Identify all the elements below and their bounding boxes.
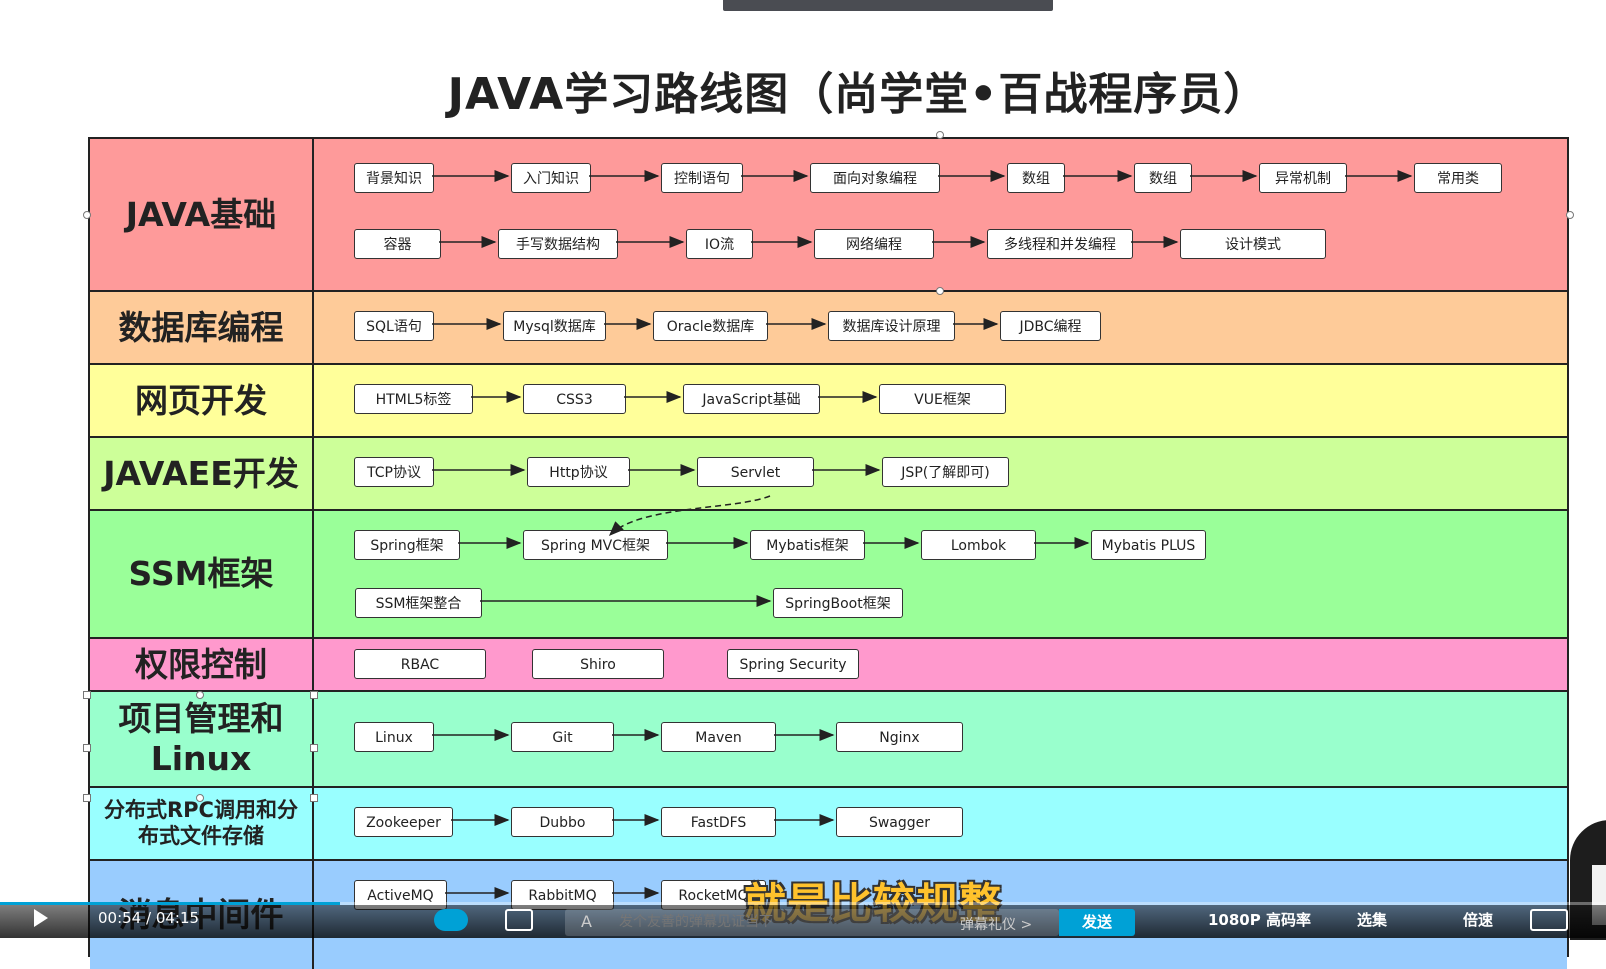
selection-handle[interactable] — [83, 211, 91, 219]
fullscreen-icon[interactable] — [1530, 909, 1568, 931]
roadmap-node[interactable]: 背景知识 — [354, 163, 434, 193]
roadmap-node[interactable]: Zookeeper — [354, 807, 453, 837]
row-label: 数据库编程 — [90, 292, 314, 363]
roadmap-row: 网页开发 — [90, 363, 1567, 436]
roadmap-node[interactable]: 手写数据结构 — [498, 229, 618, 259]
episode-button[interactable]: 选集 — [1357, 911, 1388, 929]
selection-handle[interactable] — [83, 744, 91, 752]
row-label: 分布式RPC调用和分布式文件存储 — [90, 788, 314, 859]
roadmap-node[interactable]: 网络编程 — [814, 229, 934, 259]
roadmap-node[interactable]: VUE框架 — [879, 384, 1006, 414]
roadmap-node[interactable]: Spring框架 — [354, 530, 460, 560]
selection-handle[interactable] — [936, 131, 944, 139]
player-controls: 00:54 / 04:15 A 弹幕礼仪 > 发送 1080P 高码率 选集 倍… — [0, 905, 1606, 938]
roadmap-row: JAVAEE开发 — [90, 436, 1567, 509]
roadmap-node[interactable]: 常用类 — [1414, 163, 1502, 193]
progress-track[interactable] — [0, 902, 1606, 905]
row-label: SSM框架 — [90, 511, 314, 637]
selection-handle[interactable] — [83, 794, 91, 802]
row-label: JAVA基础 — [90, 139, 314, 290]
roadmap-node[interactable]: JSP(了解即可) — [882, 457, 1009, 487]
roadmap-node[interactable]: 控制语句 — [661, 163, 743, 193]
selection-handle[interactable] — [310, 744, 318, 752]
send-button[interactable]: 发送 — [1059, 909, 1135, 936]
roadmap-node[interactable]: Swagger — [836, 807, 963, 837]
roadmap-node[interactable]: Lombok — [921, 530, 1036, 560]
selection-handle[interactable] — [196, 691, 204, 699]
selection-handle[interactable] — [83, 691, 91, 699]
danmaku-settings-icon[interactable] — [505, 909, 533, 931]
selection-handle[interactable] — [1566, 211, 1574, 219]
roadmap-node[interactable]: 数组 — [1134, 163, 1192, 193]
roadmap-node[interactable]: Nginx — [836, 722, 963, 752]
roadmap-node[interactable]: RBAC — [354, 649, 486, 679]
page-title: JAVA学习路线图（尚学堂•百战程序员） — [447, 69, 1269, 120]
roadmap-row: JAVA基础 — [90, 139, 1567, 290]
roadmap-node[interactable]: 面向对象编程 — [810, 163, 940, 193]
selection-handle[interactable] — [196, 794, 204, 802]
roadmap-node[interactable]: Git — [511, 722, 614, 752]
roadmap-node[interactable]: Linux — [354, 722, 434, 752]
roadmap-node[interactable]: SSM框架整合 — [355, 588, 482, 618]
roadmap-node[interactable]: Dubbo — [511, 807, 614, 837]
speed-button[interactable]: 倍速 — [1463, 911, 1494, 929]
roadmap-node[interactable]: SpringBoot框架 — [773, 588, 903, 618]
roadmap-row: 数据库编程 — [90, 290, 1567, 363]
roadmap-node[interactable]: TCP协议 — [354, 457, 434, 487]
roadmap-node[interactable]: Mybatis框架 — [750, 530, 865, 560]
selection-handle[interactable] — [936, 287, 944, 295]
danmaku-input[interactable] — [617, 913, 951, 931]
roadmap-node[interactable]: 异常机制 — [1259, 163, 1347, 193]
selection-handle[interactable] — [310, 794, 318, 802]
roadmap-node[interactable]: Http协议 — [527, 457, 630, 487]
quality-selector[interactable]: 1080P 高码率 — [1208, 911, 1311, 929]
roadmap-node[interactable]: Spring Security — [727, 649, 859, 679]
roadmap-node[interactable]: 入门知识 — [511, 163, 591, 193]
roadmap-node[interactable]: 设计模式 — [1180, 229, 1326, 259]
danmaku-input-wrap: A 弹幕礼仪 > — [565, 909, 1059, 936]
roadmap-node[interactable]: HTML5标签 — [354, 384, 473, 414]
roadmap-node[interactable]: Servlet — [697, 457, 814, 487]
roadmap-node[interactable]: JavaScript基础 — [683, 384, 820, 414]
selection-handle[interactable] — [310, 691, 318, 699]
roadmap-node[interactable]: 数组 — [1007, 163, 1065, 193]
time-display: 00:54 / 04:15 — [98, 909, 200, 927]
roadmap-node[interactable]: Oracle数据库 — [653, 311, 768, 341]
roadmap-node[interactable]: SQL语句 — [354, 311, 434, 341]
roadmap-node[interactable]: Mybatis PLUS — [1091, 530, 1206, 560]
roadmap-node[interactable]: Mysql数据库 — [503, 311, 606, 341]
row-label: 网页开发 — [90, 365, 314, 436]
danmaku-style-icon[interactable]: A — [581, 912, 592, 931]
roadmap-diagram: JAVA基础 背景知识 入门知识 控制语句 面向对象编程 数组 数组 异常机制 常用类容器 手写数… — [88, 137, 1569, 969]
roadmap-node[interactable]: FastDFS — [661, 807, 776, 837]
row-label: JAVAEE开发 — [90, 438, 314, 509]
danmaku-toggle[interactable] — [434, 909, 468, 931]
roadmap-node[interactable]: 数据库设计原理 — [828, 311, 955, 341]
progress-fill[interactable] — [0, 902, 341, 905]
roadmap-node[interactable]: Spring MVC框架 — [523, 530, 668, 560]
roadmap-node[interactable]: 多线程和并发编程 — [987, 229, 1133, 259]
roadmap-node[interactable]: Maven — [661, 722, 776, 752]
roadmap-node[interactable]: 容器 — [354, 229, 441, 259]
danmaku-etiquette-link[interactable]: 弹幕礼仪 > — [960, 917, 1033, 933]
roadmap-node[interactable]: CSS3 — [523, 384, 626, 414]
roadmap-node[interactable]: Shiro — [532, 649, 664, 679]
roadmap-node[interactable]: IO流 — [686, 229, 753, 259]
play-icon[interactable] — [34, 909, 48, 927]
row-label: 权限控制 — [90, 639, 314, 690]
window-top-bar — [723, 0, 1053, 11]
roadmap-node[interactable]: JDBC编程 — [1000, 311, 1101, 341]
